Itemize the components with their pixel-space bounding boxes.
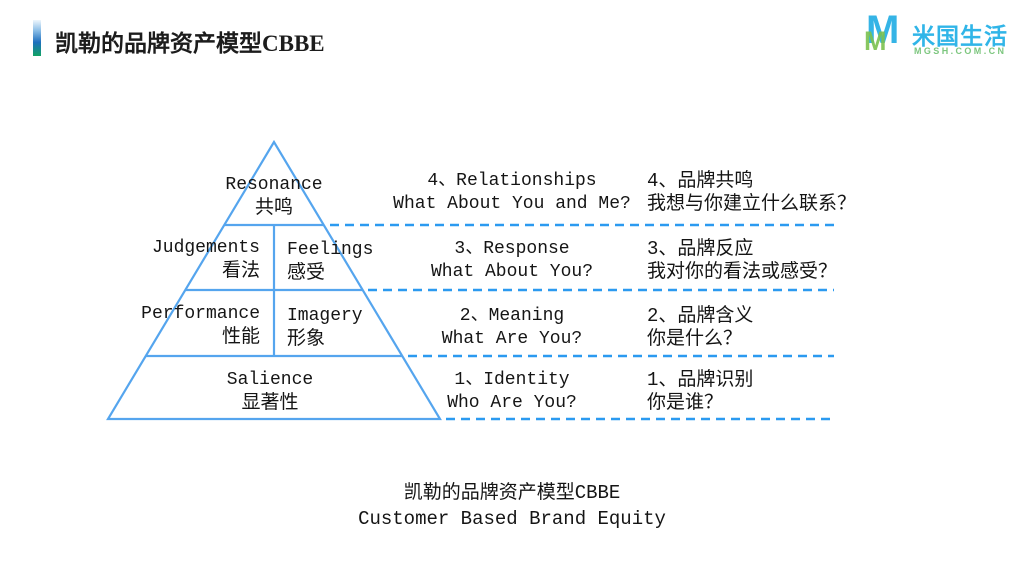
pyramid-cell-imagery: Imagery 形象 — [287, 305, 437, 351]
stage-4-zh-title: 4、品牌共鸣 — [647, 170, 754, 192]
logo-name: 米国生活 — [912, 23, 1008, 49]
pyramid-level-resonance-en: Resonance — [225, 175, 323, 195]
pyramid-cell-performance-zh: 性能 — [221, 326, 260, 348]
pyramid-level-resonance: Resonance 共鸣 — [194, 174, 354, 220]
pyramid-outline — [106, 139, 442, 421]
stage-row-2-en: 2、Meaning What Are You? — [392, 305, 632, 351]
stage-4-zh-question: 我想与你建立什么联系？ — [647, 193, 857, 215]
pyramid-cell-performance: Performance 性能 — [110, 303, 260, 349]
pyramid-cell-performance-en: Performance — [141, 304, 260, 324]
stage-2-zh-question: 你是什么？ — [647, 328, 743, 350]
stage-row-3-en: 3、Response What About You? — [392, 238, 632, 284]
stage-4-en-question: What About You and Me? — [393, 194, 631, 214]
logo-m-icon: M — [866, 8, 900, 52]
pyramid-level-salience-en: Salience — [226, 370, 314, 390]
pyramid-cell-feelings-en: Feelings — [287, 240, 374, 260]
stage-3-en-question: What About You? — [430, 262, 594, 282]
stage-row-4-zh: 4、品牌共鸣 我想与你建立什么联系？ — [647, 170, 887, 216]
stage-2-en-title: 2、Meaning — [459, 306, 565, 326]
stage-2-en-question: What Are You? — [441, 329, 583, 349]
pyramid-cell-feelings-zh: 感受 — [287, 262, 326, 284]
pyramid-cell-feelings: Feelings 感受 — [287, 239, 437, 285]
title-accent-bar — [33, 20, 41, 56]
stage-3-zh-title: 3、品牌反应 — [647, 238, 754, 260]
stage-2-zh-title: 2、品牌含义 — [647, 305, 754, 327]
pyramid-cell-imagery-zh: 形象 — [287, 328, 326, 350]
slide-title: 凯勒的品牌资产模型CBBE — [55, 31, 325, 56]
logo: M M 米国生活 MGSH.COM.CN — [862, 10, 1012, 64]
caption: 凯勒的品牌资产模型CBBE Customer Based Brand Equit… — [0, 480, 1024, 532]
stage-1-en-title: 1、Identity — [454, 370, 570, 390]
pyramid-cell-judgements-en: Judgements — [151, 238, 260, 258]
stage-3-en-title: 3、Response — [454, 239, 570, 259]
pyramid-cell-imagery-en: Imagery — [287, 306, 363, 326]
stage-1-zh-title: 1、品牌识别 — [647, 369, 754, 391]
stage-1-zh-question: 你是谁？ — [647, 392, 724, 414]
pyramid-cell-judgements-zh: 看法 — [221, 260, 260, 282]
pyramid-cell-judgements: Judgements 看法 — [118, 237, 260, 283]
stage-row-3-zh: 3、品牌反应 我对你的看法或感受？ — [647, 238, 887, 284]
stage-3-zh-question: 我对你的看法或感受？ — [647, 261, 838, 283]
stage-row-4-en: 4、Relationships What About You and Me? — [392, 170, 632, 216]
stage-row-1-zh: 1、品牌识别 你是谁？ — [647, 369, 887, 415]
logo-m-icon-green: M — [864, 26, 887, 56]
caption-en: Customer Based Brand Equity — [358, 508, 666, 530]
stage-row-1-en: 1、Identity Who Are You? — [392, 369, 632, 415]
pyramid-level-salience-zh: 显著性 — [241, 392, 299, 414]
stage-1-en-question: Who Are You? — [447, 393, 577, 413]
pyramid-level-resonance-zh: 共鸣 — [254, 197, 293, 219]
pyramid-level-salience: Salience 显著性 — [190, 369, 350, 415]
caption-zh: 凯勒的品牌资产模型CBBE — [403, 482, 621, 504]
logo-domain: MGSH.COM.CN — [914, 46, 1007, 56]
stage-row-2-zh: 2、品牌含义 你是什么？ — [647, 305, 887, 351]
stage-4-en-title: 4、Relationships — [427, 171, 597, 191]
